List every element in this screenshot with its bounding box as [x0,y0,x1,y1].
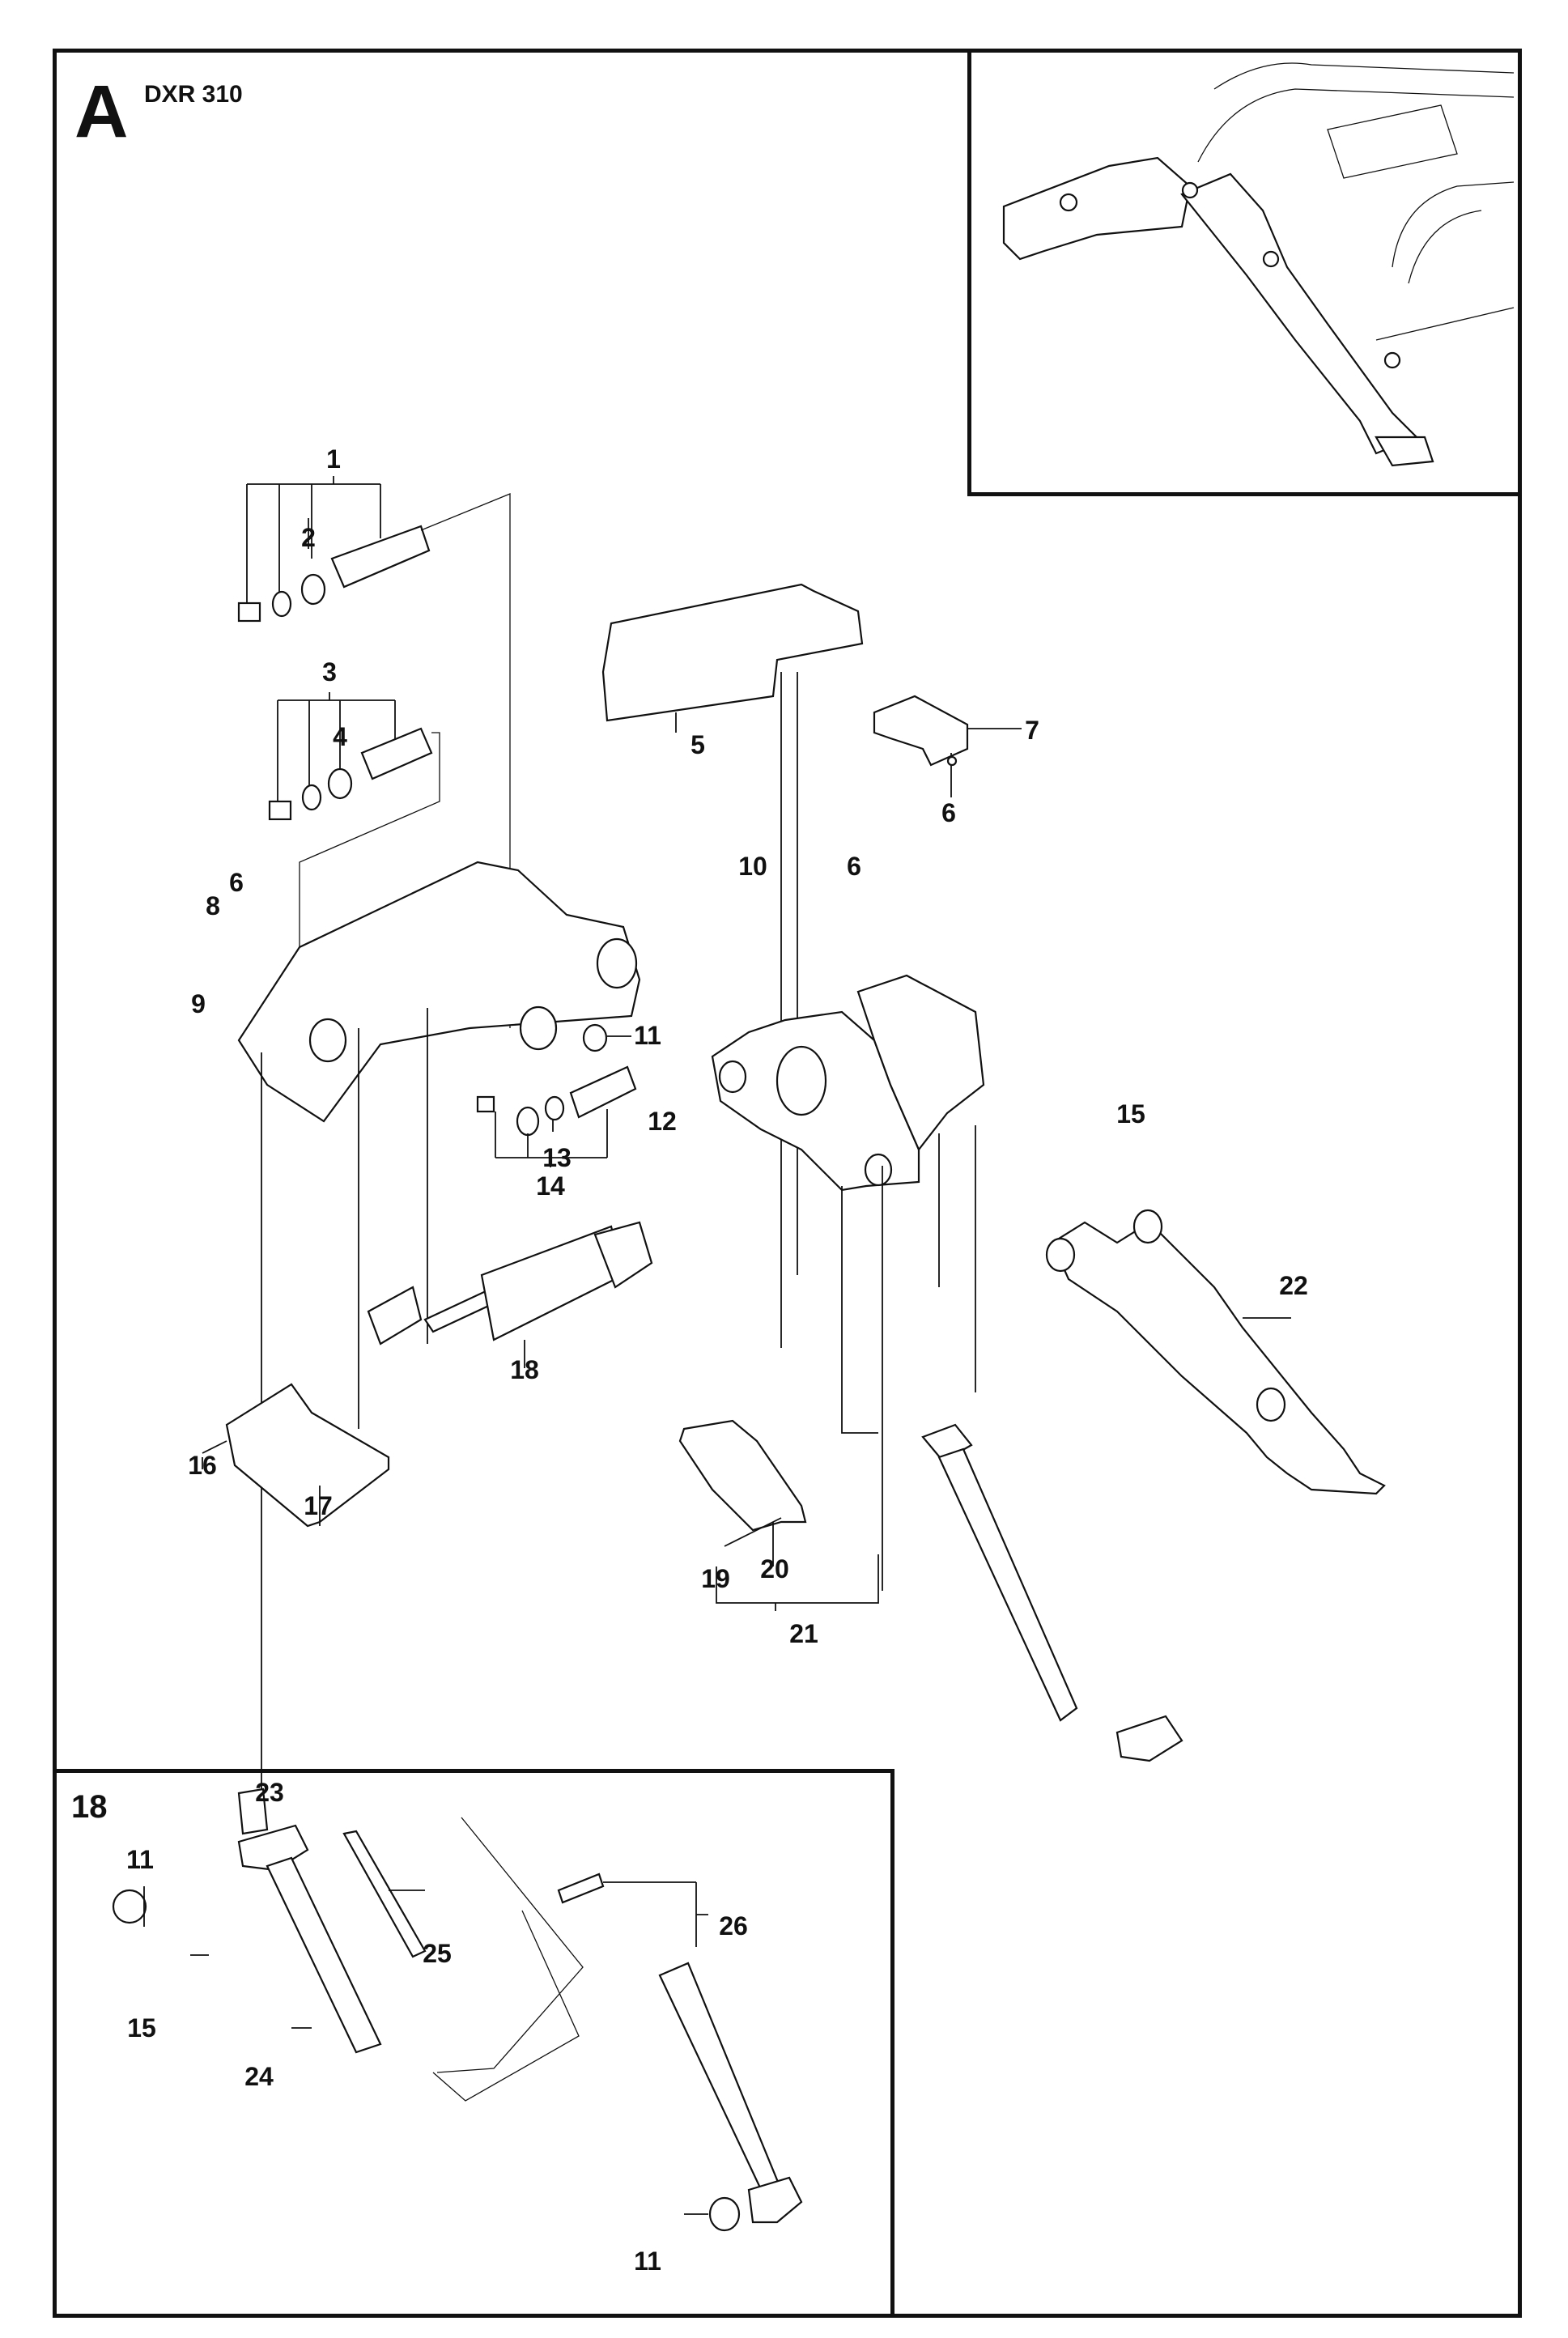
callout-14[interactable]: 14 [536,1171,565,1201]
detail-callout-26[interactable]: 26 [719,1911,748,1941]
callout-2[interactable]: 2 [301,523,316,552]
overview-outrigger-illustration [1002,62,1515,467]
cylinder-detail-inset [53,1769,894,2318]
callout-21[interactable]: 21 [789,1619,818,1648]
callout-1[interactable]: 1 [326,444,341,474]
callout-6-top[interactable]: 6 [941,798,956,827]
detail-callout-23[interactable]: 23 [255,1778,284,1807]
callout-12[interactable]: 12 [648,1107,677,1136]
detail-callout-25[interactable]: 25 [423,1939,452,1968]
callout-6-plate[interactable]: 6 [847,852,861,881]
mounting-plate-assembly [711,974,985,1591]
callout-15[interactable]: 15 [1116,1099,1145,1129]
callout-6-arm[interactable]: 6 [229,868,244,897]
section-letter: A [74,70,129,153]
cylinder-detail-drawing [112,1788,803,2232]
pin-assembly-14 [476,1065,637,1167]
overview-inset [967,49,1522,496]
detail-callout-11-bottom[interactable]: 11 [634,2247,661,2276]
callout-18[interactable]: 18 [510,1355,539,1384]
callout-4[interactable]: 4 [333,722,347,751]
pin-assembly-1 [237,476,511,1028]
cover-plate-20 [678,1419,879,1611]
callout-19[interactable]: 19 [701,1564,730,1593]
detail-callout-11-top[interactable]: 11 [126,1845,154,1874]
foot-plate-17 [202,1383,390,1528]
callout-20[interactable]: 20 [760,1554,789,1583]
detail-callout-24[interactable]: 24 [244,2062,274,2091]
model-name: DXR 310 [144,81,243,108]
arm-part-9 [237,861,641,1797]
callout-5[interactable]: 5 [691,730,705,759]
callout-16[interactable]: 16 [188,1451,217,1480]
bushing-11 [582,1023,631,1052]
callout-9[interactable]: 9 [191,989,206,1018]
pin-assembly-3 [268,692,440,992]
callout-11[interactable]: 11 [634,1021,661,1050]
callout-3[interactable]: 3 [322,657,337,687]
callout-8[interactable]: 8 [206,891,220,920]
callout-7[interactable]: 7 [1025,716,1039,745]
callout-13[interactable]: 13 [542,1143,572,1172]
bracket-part-7 [873,695,1022,797]
hydraulic-cylinder-18 [367,1221,653,1368]
detail-callout-15[interactable]: 15 [127,2013,156,2043]
outrigger-leg-22 [921,1209,1386,1762]
callout-17[interactable]: 17 [304,1491,333,1520]
detail-inset-title: 18 [71,1789,108,1825]
callout-22[interactable]: 22 [1279,1271,1308,1300]
callout-10[interactable]: 10 [738,852,767,881]
cover-part-5 [601,583,864,1348]
